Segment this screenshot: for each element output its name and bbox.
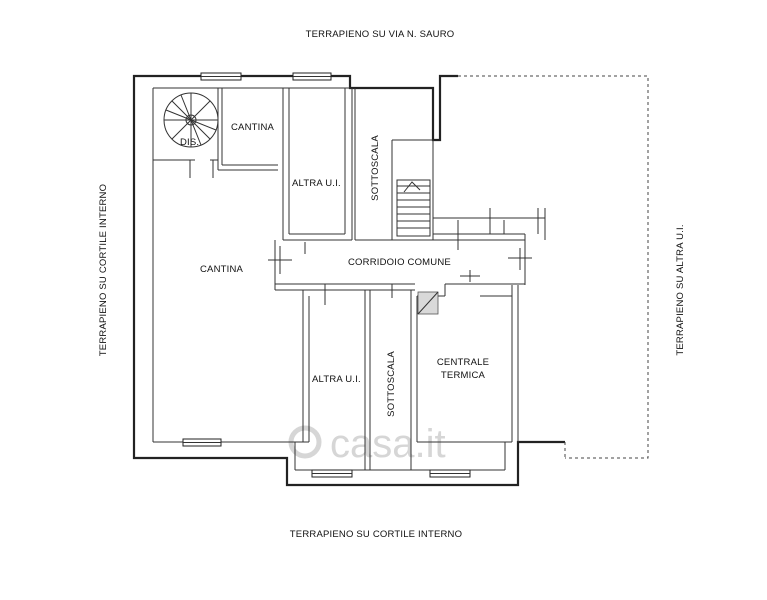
room-altra-ui-top-label: ALTRA U.I. (292, 178, 341, 189)
staircase (396, 179, 431, 237)
room-corridoio-label: CORRIDOIO COMUNE (348, 257, 451, 268)
door-marks (189, 160, 532, 305)
left-boundary-label: TERRAPIENO SU CORTILE INTERNO (98, 184, 109, 356)
room-centrale-line2-label: TERMICA (441, 370, 486, 381)
room-cantina-large-label: CANTINA (200, 264, 244, 275)
bottom-boundary-label: TERRAPIENO SU CORTILE INTERNO (290, 529, 462, 540)
room-sottoscala-bottom-label: SOTTOSCALA (386, 351, 397, 417)
watermark-text: casa.it (330, 422, 446, 466)
room-centrale-line1-label: CENTRALE (437, 357, 489, 368)
room-dis-label: DIS. (180, 137, 199, 148)
interior-walls (152, 87, 546, 471)
room-altra-ui-bottom-label: ALTRA U.I. (312, 374, 361, 385)
room-sottoscala-top-label: SOTTOSCALA (370, 135, 381, 201)
spiral-stair (163, 92, 219, 148)
windows (182, 72, 471, 478)
right-boundary-label: TERRAPIENO SU ALTRA U.I. (675, 224, 686, 355)
exterior-walls (132, 74, 649, 487)
room-cantina-small-label: CANTINA (231, 122, 275, 133)
top-boundary-label: TERRAPIENO SU VIA N. SAURO (306, 29, 455, 40)
watermark: casa.it (288, 422, 446, 466)
